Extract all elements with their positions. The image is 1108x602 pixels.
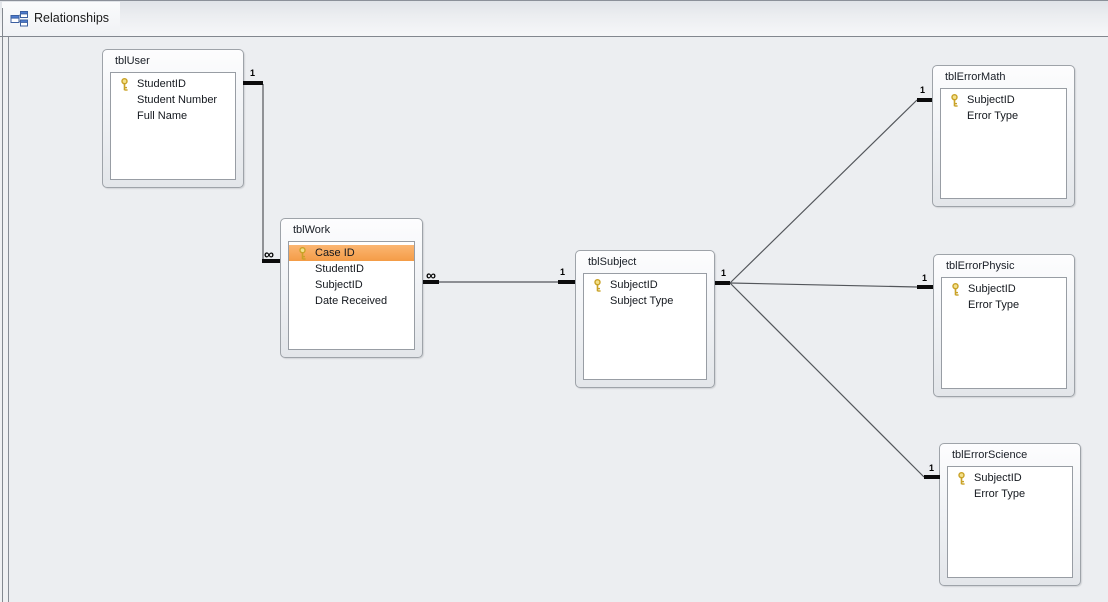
primary-key-icon xyxy=(956,472,967,485)
field-row-subjectid[interactable]: SubjectID xyxy=(941,92,1066,108)
field-row-error-type[interactable]: Error Type xyxy=(948,486,1072,502)
primary-key-icon xyxy=(949,94,960,107)
table-title: tblUser xyxy=(115,55,150,67)
field-list: SubjectID Error Type xyxy=(940,88,1067,199)
field-name: SubjectID xyxy=(315,279,363,291)
field-name: Error Type xyxy=(968,299,1020,311)
field-row-subjectid[interactable]: SubjectID xyxy=(942,281,1066,297)
table-title: tblSubject xyxy=(588,256,637,268)
field-row-subjectid[interactable]: SubjectID xyxy=(289,277,414,293)
field-list: SubjectID Subject Type xyxy=(583,273,707,380)
field-name: SubjectID xyxy=(610,279,658,291)
field-name: Subject Type xyxy=(610,295,674,307)
document-tab-bar: Relationships xyxy=(0,0,1108,37)
field-name: StudentID xyxy=(315,263,364,275)
field-row-subjectid[interactable]: SubjectID xyxy=(948,470,1072,486)
field-name: SubjectID xyxy=(967,94,1015,106)
field-name: Full Name xyxy=(137,110,188,122)
relationships-icon xyxy=(10,11,28,27)
field-row-case-id[interactable]: Case ID xyxy=(289,245,414,261)
field-name: Error Type xyxy=(967,110,1019,122)
tab-relationships[interactable] xyxy=(2,2,120,36)
table-title: tblErrorPhysic xyxy=(946,260,1015,272)
field-name: SubjectID xyxy=(968,283,1016,295)
field-row-error-type[interactable]: Error Type xyxy=(941,108,1066,124)
field-list: SubjectID Error Type xyxy=(947,466,1073,578)
field-name: Student Number xyxy=(137,94,218,106)
primary-key-icon xyxy=(592,279,603,292)
field-row-subject-type[interactable]: Subject Type xyxy=(584,293,706,309)
primary-key-icon xyxy=(119,78,130,91)
field-name: Date Received xyxy=(315,295,388,307)
primary-key-icon xyxy=(950,283,961,296)
primary-key-icon xyxy=(297,247,308,260)
field-list: Case ID StudentID SubjectID Date Received xyxy=(288,241,415,350)
pane-edge-divider xyxy=(2,8,3,602)
tab-title: Relationships xyxy=(34,11,110,25)
field-row-studentid[interactable]: StudentID xyxy=(111,76,235,92)
field-row-full-name[interactable]: Full Name xyxy=(111,108,235,124)
table-title: tblErrorMath xyxy=(945,71,1006,83)
field-row-subjectid[interactable]: SubjectID xyxy=(584,277,706,293)
table-title: tblWork xyxy=(293,224,331,236)
field-name: Error Type xyxy=(974,488,1026,500)
field-row-studentid[interactable]: StudentID xyxy=(289,261,414,277)
table-title: tblErrorScience xyxy=(952,449,1028,461)
field-list: SubjectID Error Type xyxy=(941,277,1067,389)
field-row-student-number[interactable]: Student Number xyxy=(111,92,235,108)
field-name: Case ID xyxy=(315,247,355,259)
field-row-date-received[interactable]: Date Received xyxy=(289,293,414,309)
field-row-error-type[interactable]: Error Type xyxy=(942,297,1066,313)
field-name: StudentID xyxy=(137,78,186,90)
field-name: SubjectID xyxy=(974,472,1022,484)
